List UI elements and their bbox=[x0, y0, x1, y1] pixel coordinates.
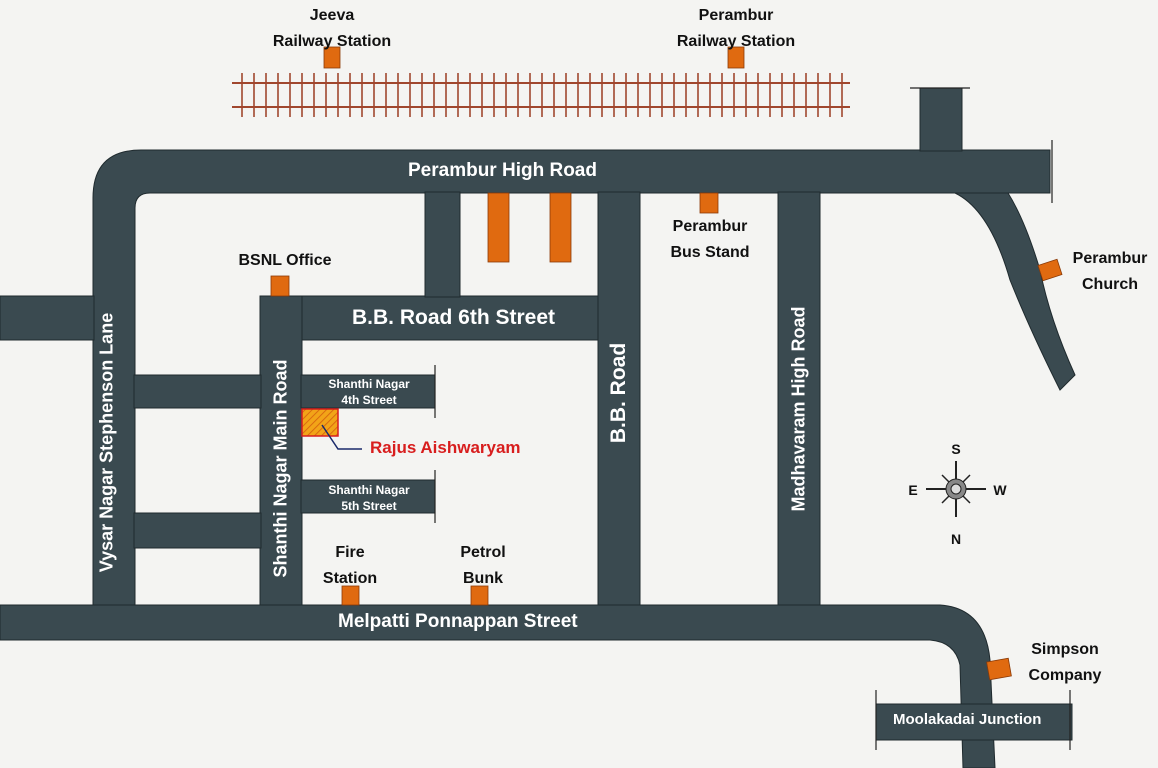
bsnl-office-marker bbox=[270, 275, 290, 297]
melpatti-ponnappan-street-label: Melpatti Ponnappan Street bbox=[338, 611, 578, 632]
compass-w-label: W bbox=[993, 482, 1007, 498]
petrol-bunk-marker bbox=[470, 585, 489, 606]
bsnl-office-label: BSNL Office bbox=[238, 252, 332, 269]
compass-e-label: E bbox=[908, 482, 918, 498]
simpson-marker bbox=[986, 657, 1012, 681]
perambur-high-road-label: Perambur High Road bbox=[408, 160, 597, 181]
church-marker bbox=[1037, 258, 1063, 282]
road-network bbox=[0, 87, 1076, 768]
destination-marker bbox=[301, 408, 339, 437]
bus-stand-marker bbox=[699, 192, 719, 214]
bb-road-label: B.B. Road bbox=[607, 342, 630, 444]
vysar-nagar-lane-label: Vysar Nagar Stephenson Lane bbox=[96, 312, 117, 573]
compass-n-label: N bbox=[950, 531, 962, 547]
shanthi-nagar-main-road-label: Shanthi Nagar Main Road bbox=[270, 359, 291, 578]
road-break-marks bbox=[434, 87, 1071, 750]
destination-label: Rajus Aishwaryam bbox=[370, 438, 521, 457]
compass-s-label: S bbox=[951, 441, 961, 457]
jeeva-station-marker bbox=[323, 46, 341, 69]
madhavaram-high-road-label: Madhavaram High Road bbox=[788, 306, 809, 512]
bb-road-6th-street-label: B.B. Road 6th Street bbox=[352, 306, 556, 329]
building-marker-1 bbox=[487, 192, 510, 263]
moolakadai-junction-label: Moolakadai Junction bbox=[893, 711, 1042, 728]
fire-station-marker bbox=[341, 585, 360, 606]
building-marker-2 bbox=[549, 192, 572, 263]
railway-track bbox=[232, 73, 850, 117]
perambur-station-marker bbox=[727, 46, 745, 69]
compass-rose-icon bbox=[926, 461, 986, 517]
destination-leader-line bbox=[321, 424, 362, 450]
